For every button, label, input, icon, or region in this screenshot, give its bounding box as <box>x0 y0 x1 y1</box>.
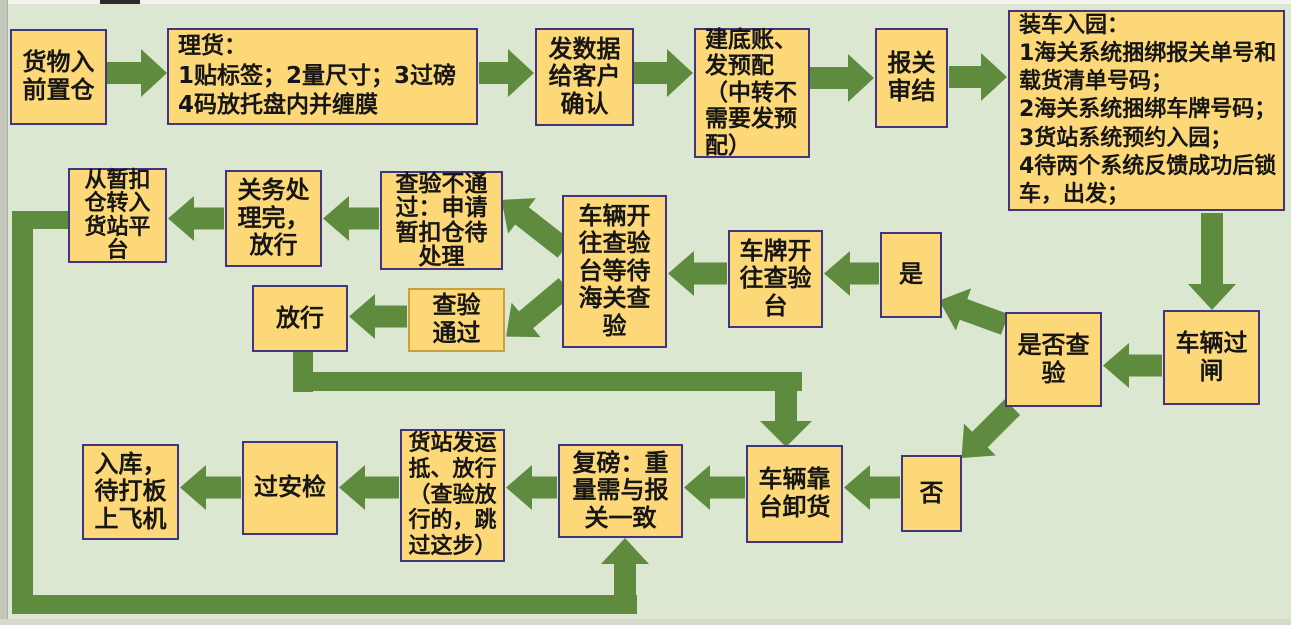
top-edge-dark-segment <box>100 0 140 4</box>
node-customs-done: 关务处 理完， 放行 <box>225 170 322 267</box>
arrow-no-to-unload-icon <box>844 465 900 510</box>
arrow-tally-to-send-data-icon <box>479 49 534 97</box>
connector-left-vertical-segment <box>12 211 33 614</box>
node-warehouse: 入库， 待打板 上飞机 <box>82 444 179 540</box>
arrow-security-to-warehouse-icon <box>180 465 241 510</box>
arrow-goods-in-to-tally-icon <box>106 49 167 97</box>
node-customs-review: 报关 审结 <box>875 28 948 128</box>
node-release: 放行 <box>252 285 348 352</box>
arrow-customs-done-to-transfer-icon <box>168 196 224 241</box>
connector-release-horizontal-segment <box>293 372 802 391</box>
arrow-unload-to-reweigh-icon <box>684 465 745 510</box>
left-edge-strip <box>0 0 8 625</box>
node-transfer: 从暂扣 仓转入 货站平 台 <box>68 168 167 263</box>
node-load-truck: 装车入园： 1海关系统捆绑报关单号和 载货清单号码； 2海关系统捆绑车牌号码； … <box>1008 10 1285 211</box>
arrow-customs-review-to-load-truck-icon <box>949 53 1007 101</box>
arrow-fail-detain-to-customs-done-icon <box>323 196 379 241</box>
node-inspect-q: 是否查 验 <box>1005 312 1102 407</box>
node-unload: 车辆靠 台卸货 <box>746 445 843 543</box>
bottom-edge-strip <box>0 619 1291 625</box>
arrow-load-truck-to-gate-icon <box>1188 213 1236 310</box>
node-station-release: 货站发运 抵、放行 （查验放 行的，跳 过这步） <box>400 429 505 562</box>
node-pass: 查验 通过 <box>408 288 505 352</box>
node-wait-inspect: 车辆开 往查验 台等待 海关查 验 <box>562 195 667 348</box>
node-goods-in: 货物入 前置仓 <box>10 29 107 125</box>
arrow-gate-to-inspect-q-icon <box>1103 343 1162 388</box>
node-security: 过安检 <box>242 441 338 535</box>
arrow-send-data-to-ledger-icon <box>634 49 693 97</box>
arrow-station-release-to-security-icon <box>339 465 399 510</box>
node-fail-detain: 查验不通 过：申请 暂扣仓待 处理 <box>380 171 503 270</box>
arrow-ledger-to-customs-review-icon <box>809 54 874 102</box>
node-tally: 理货： 1贴标签；2量尺寸；3过磅 4码放托盘内并缠膜 <box>167 28 478 125</box>
connector-bottom-horizontal-segment <box>12 595 637 614</box>
arrow-inspect-q-to-yes-icon <box>931 279 1012 345</box>
arrow-pass-to-release-icon <box>349 294 407 339</box>
node-ledger: 建底账、 发预配 （中转不 需要发预 配） <box>694 27 810 159</box>
node-gate: 车辆过 闸 <box>1163 310 1260 405</box>
arrow-drive-platform-to-wait-inspect-icon <box>668 251 727 296</box>
top-edge-strip <box>0 0 1291 4</box>
node-send-data: 发数据 给客户 确认 <box>535 28 634 126</box>
arrow-yes-to-drive-platform-icon <box>824 251 879 296</box>
node-no: 否 <box>901 455 962 532</box>
arrow-reweigh-to-station-release-icon <box>506 465 557 510</box>
node-reweigh: 复磅：重 量需与报 关一致 <box>558 444 683 538</box>
node-drive-platform: 车牌开 往查验 台 <box>728 230 823 328</box>
node-yes: 是 <box>880 232 942 318</box>
